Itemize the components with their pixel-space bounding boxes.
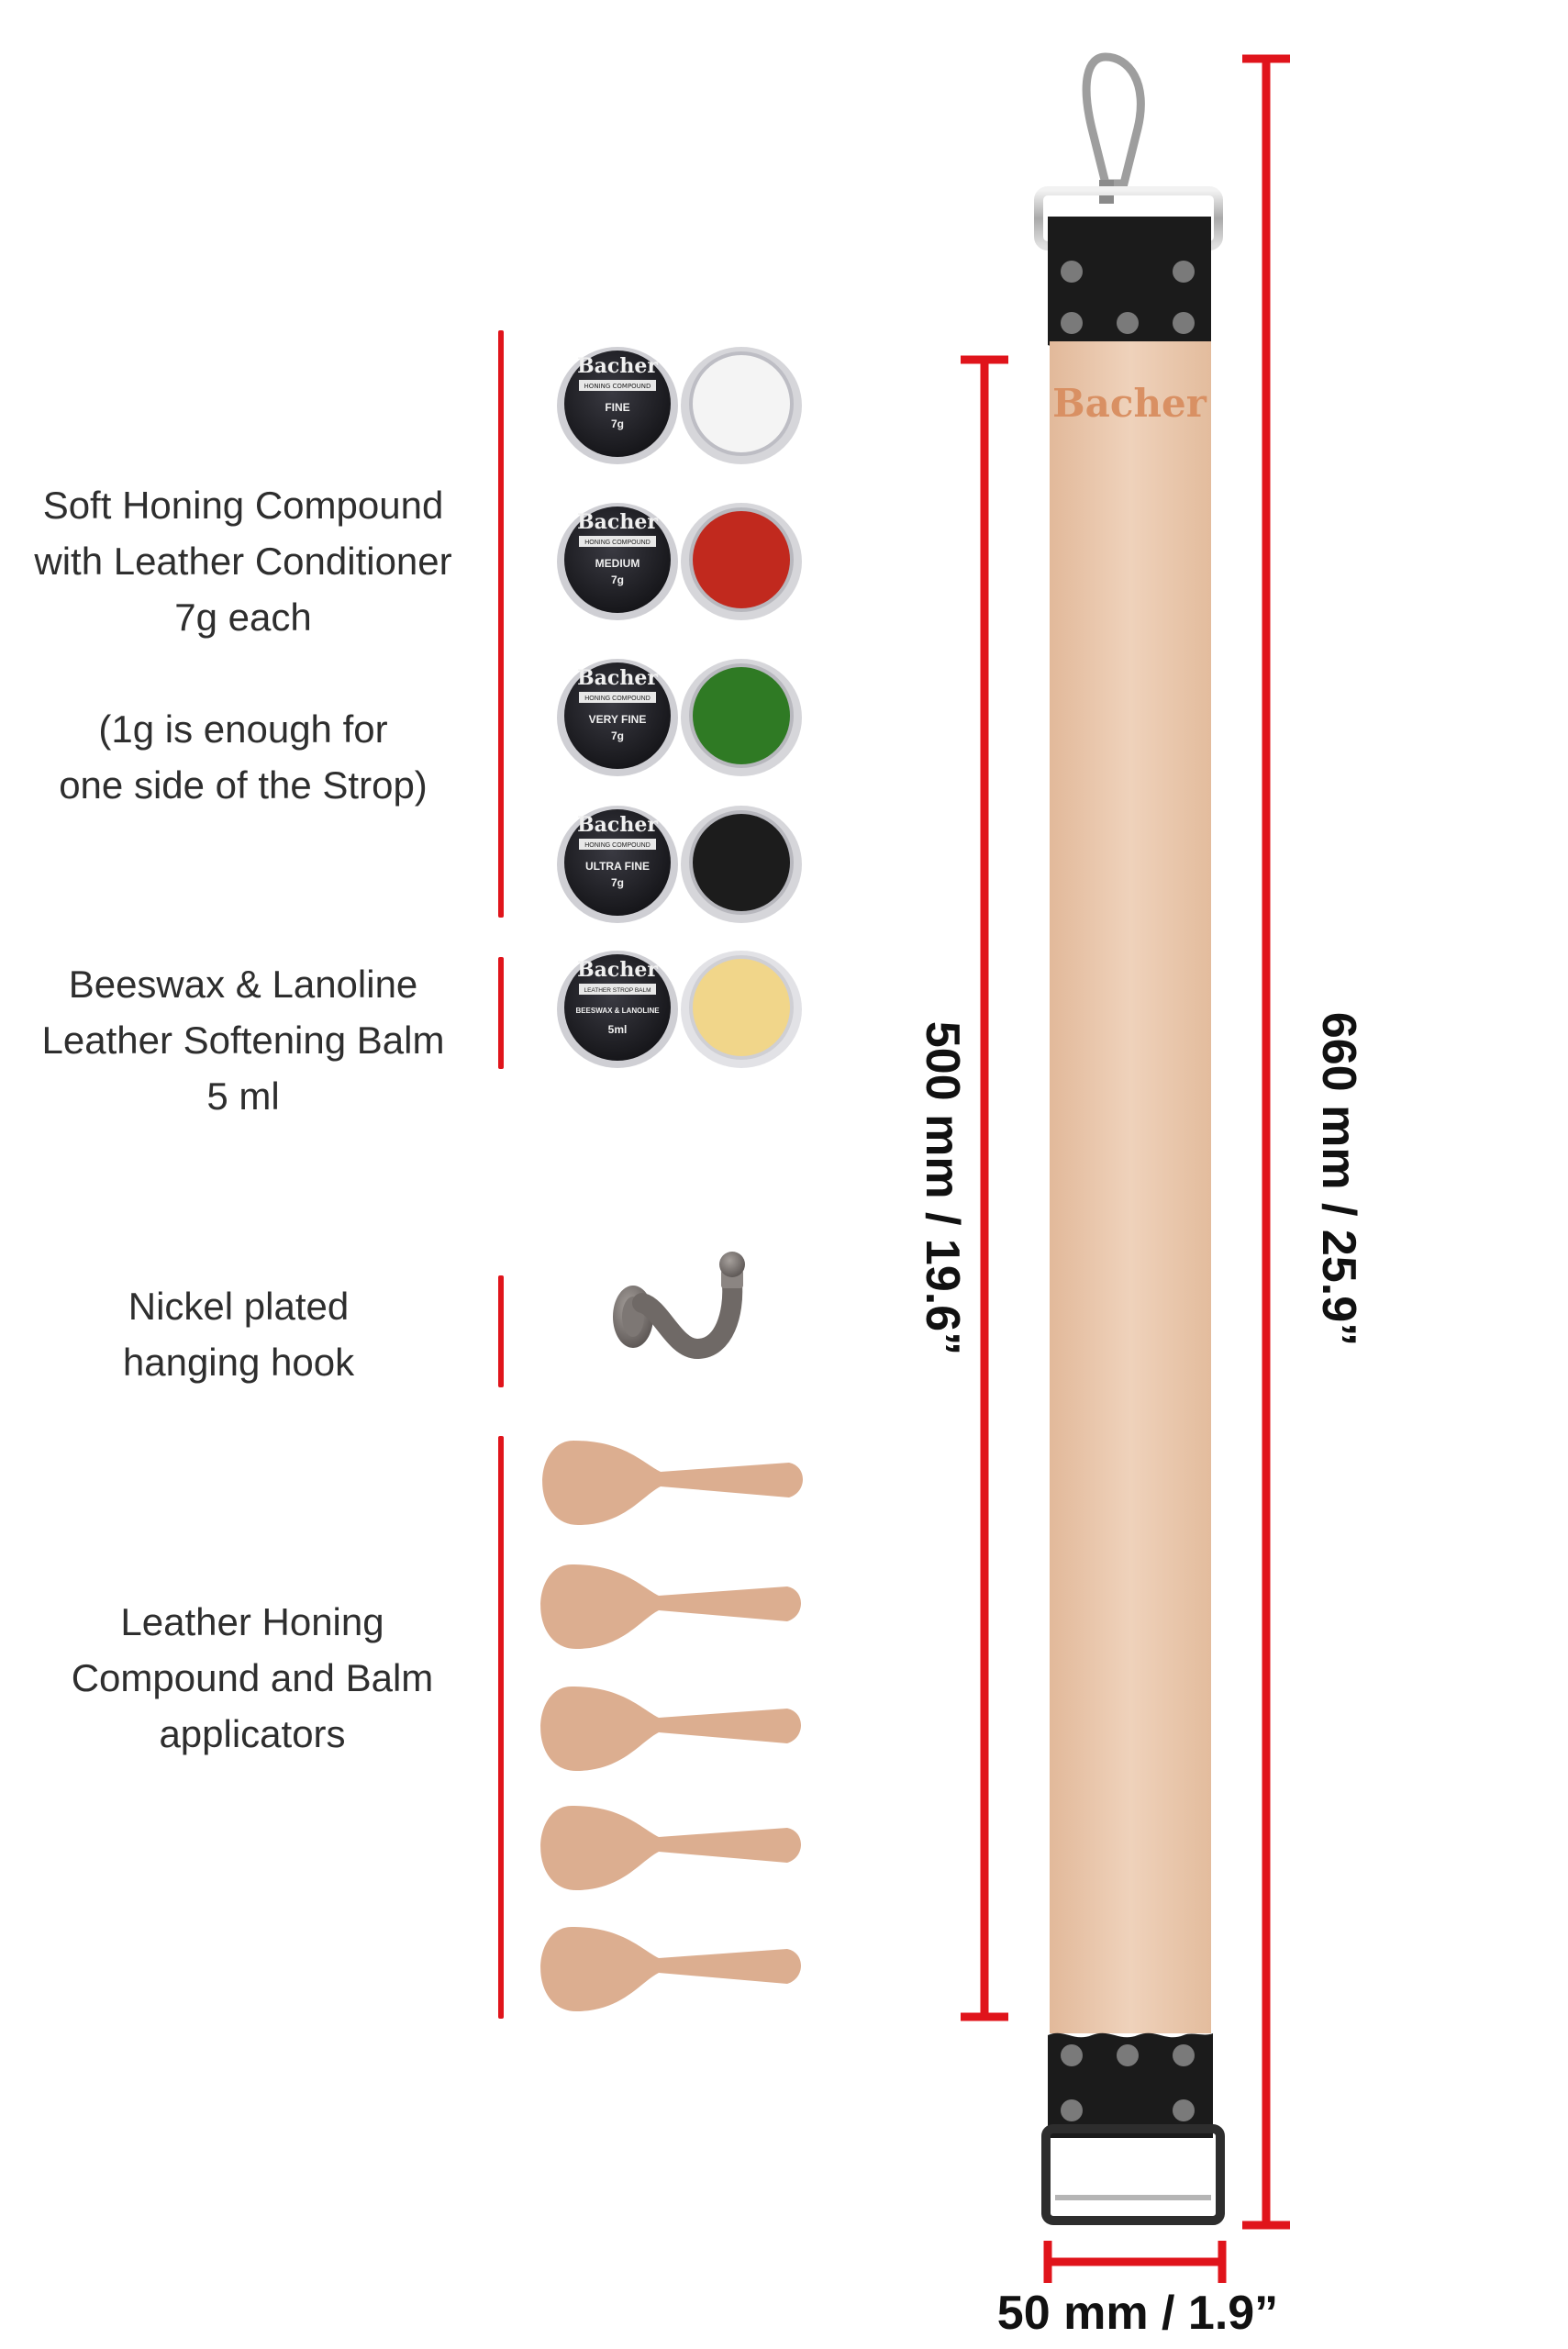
- svg-text:VERY FINE: VERY FINE: [589, 713, 647, 726]
- applicator: [540, 1687, 801, 1771]
- total-length-label: 660 mm / 25.9”: [1312, 1012, 1365, 1346]
- svg-text:Bacher: Bacher: [577, 510, 658, 534]
- working-length-label: 500 mm / 19.6”: [916, 1021, 969, 1355]
- svg-text:HONING COMPOUND: HONING COMPOUND: [584, 842, 651, 849]
- jar-row-2: Bacher HONING COMPOUND MEDIUM 7g: [557, 503, 802, 620]
- lid: [564, 351, 671, 457]
- balm: [689, 955, 794, 1060]
- compound-fine: [689, 351, 794, 456]
- balm-bracket: [498, 957, 504, 1069]
- applicators-label: Leather Honing Compound and Balm applica…: [71, 1600, 434, 1755]
- compound-medium: [689, 507, 794, 612]
- width-label: 50 mm / 1.9”: [997, 2287, 1278, 2340]
- svg-text:BEESWAX & LANOLINE: BEESWAX & LANOLINE: [575, 1007, 660, 1015]
- dimension-width: 50 mm / 1.9”: [997, 2241, 1278, 2340]
- hanging-hook: [613, 1252, 745, 1360]
- svg-text:HONING COMPOUND: HONING COMPOUND: [584, 540, 651, 546]
- jar-row-1: Bacher HONING COMPOUND FINE 7g: [557, 347, 802, 464]
- applicator: [540, 1927, 801, 2011]
- svg-text:HONING COMPOUND: HONING COMPOUND: [584, 383, 651, 390]
- svg-text:7g: 7g: [611, 729, 624, 742]
- lid-brand: Bacher: [577, 354, 658, 378]
- svg-text:Bacher: Bacher: [577, 666, 658, 690]
- svg-text:HONING COMPOUND: HONING COMPOUND: [584, 696, 651, 702]
- applicators-bracket: [498, 1436, 504, 2019]
- applicator: [542, 1441, 803, 1525]
- svg-text:ULTRA FINE: ULTRA FINE: [585, 860, 650, 873]
- jar-row-balm: Bacher LEATHER STROP BALM BEESWAX & LANO…: [557, 951, 802, 1068]
- compound-label: Soft Honing Compound with Leather Condit…: [34, 484, 452, 807]
- hook-bracket: [498, 1275, 504, 1387]
- leather-strop: Bacher: [1034, 52, 1225, 2225]
- applicator: [540, 1564, 801, 1649]
- dimension-total-length: 660 mm / 25.9”: [1242, 54, 1365, 2230]
- compound-very-fine: [689, 663, 794, 768]
- applicators: [540, 1441, 803, 2011]
- svg-text:Bacher: Bacher: [577, 958, 658, 982]
- strop-brand: Bacher: [1052, 381, 1207, 426]
- svg-text:5ml: 5ml: [608, 1023, 628, 1036]
- svg-text:MEDIUM: MEDIUM: [595, 557, 640, 570]
- svg-text:7g: 7g: [611, 876, 624, 889]
- svg-text:LEATHER STROP BALM: LEATHER STROP BALM: [584, 987, 651, 994]
- applicator: [540, 1806, 801, 1890]
- dimension-working-length: 500 mm / 19.6”: [916, 355, 1008, 2021]
- svg-text:FINE: FINE: [605, 401, 629, 414]
- compound-ultra-fine: [689, 810, 794, 915]
- strop-leather: [1050, 341, 1211, 2033]
- jar-row-4: Bacher HONING COMPOUND ULTRA FINE 7g: [557, 806, 802, 923]
- hook-label: Nickel plated hanging hook: [122, 1285, 355, 1384]
- svg-text:7g: 7g: [611, 417, 624, 430]
- compound-bracket: [498, 330, 504, 918]
- jar-row-3: Bacher HONING COMPOUND VERY FINE 7g: [557, 659, 802, 776]
- svg-text:Bacher: Bacher: [577, 813, 658, 837]
- svg-text:7g: 7g: [611, 573, 624, 586]
- balm-label: Beeswax & Lanoline Leather Softening Bal…: [41, 963, 445, 1118]
